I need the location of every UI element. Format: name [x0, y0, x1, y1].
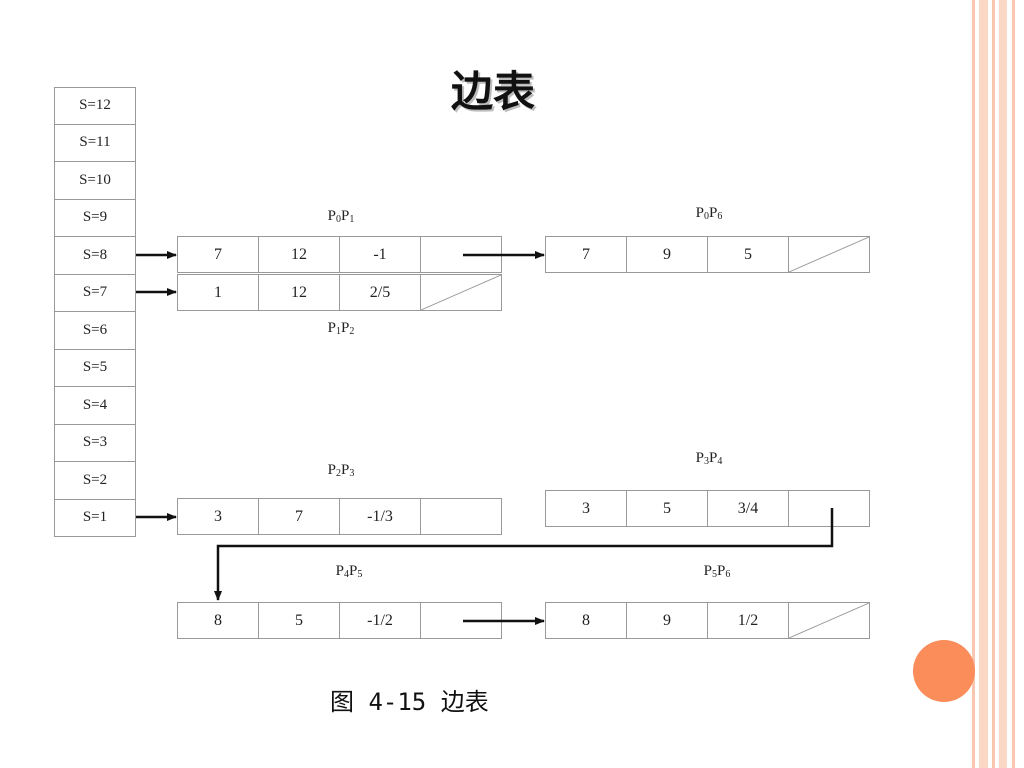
node-slope: 1/2 [707, 602, 789, 639]
node-slope: -1/3 [339, 498, 421, 535]
node-null-pointer [420, 274, 502, 311]
scanline-bucket: S=8 [54, 237, 136, 275]
slide-border-decoration [972, 0, 1024, 768]
node-x: 9 [626, 602, 708, 639]
scanline-bucket: S=6 [54, 312, 136, 350]
node-slope: 3/4 [707, 490, 789, 527]
node-slope: 5 [707, 236, 789, 273]
scanline-bucket: S=3 [54, 424, 136, 462]
edge-label-p1p2: P1P2 [327, 320, 355, 337]
scanline-bucket: S=5 [54, 349, 136, 387]
border-stripe [992, 0, 995, 768]
node-x: 7 [258, 498, 340, 535]
border-stripe [972, 0, 975, 768]
edge-label-p0p6: P0P6 [695, 205, 723, 222]
edge-node-p4p5: 8 5 -1/2 [177, 602, 502, 639]
border-stripe [999, 0, 1007, 768]
node-next-pointer [420, 498, 502, 535]
scanline-bucket: S=11 [54, 124, 136, 162]
node-ymax: 1 [177, 274, 259, 311]
border-stripe [979, 0, 988, 768]
edge-node-p0p1: 7 12 -1 [177, 236, 502, 273]
scanline-bucket: S=10 [54, 162, 136, 200]
scanline-bucket: S=12 [54, 87, 136, 125]
scanline-bucket: S=4 [54, 387, 136, 425]
node-x: 5 [258, 602, 340, 639]
node-ymax: 7 [177, 236, 259, 273]
node-x: 9 [626, 236, 708, 273]
node-slope: 2/5 [339, 274, 421, 311]
edge-label-p5p6: P5P6 [703, 563, 731, 580]
slide-title: 边表 [450, 67, 535, 116]
node-slope: -1 [339, 236, 421, 273]
node-slope: -1/2 [339, 602, 421, 639]
node-ymax: 3 [177, 498, 259, 535]
node-x: 5 [626, 490, 708, 527]
edge-node-p0p6: 7 9 5 [545, 236, 870, 273]
node-ymax: 3 [545, 490, 627, 527]
node-null-pointer [788, 236, 870, 273]
figure-caption: 图 4-15 边表 [330, 688, 489, 716]
edge-node-p2p3: 3 7 -1/3 [177, 498, 502, 535]
scanline-bucket: S=7 [54, 274, 136, 312]
edge-label-p4p5: P4P5 [335, 563, 363, 580]
node-x: 12 [258, 236, 340, 273]
node-next-pointer [420, 236, 502, 273]
node-next-pointer [788, 490, 870, 527]
node-next-pointer [420, 602, 502, 639]
edge-node-p3p4: 3 5 3/4 [545, 490, 870, 527]
node-x: 12 [258, 274, 340, 311]
border-stripe [1012, 0, 1015, 768]
scanline-bucket: S=1 [54, 499, 136, 537]
scanline-bucket-column: S=12 S=11 S=10 S=9 S=8 S=7 S=6 S=5 S=4 S… [54, 87, 136, 537]
edge-node-p1p2: 1 12 2/5 [177, 274, 502, 311]
node-ymax: 7 [545, 236, 627, 273]
edge-label-p3p4: P3P4 [695, 450, 723, 467]
node-ymax: 8 [177, 602, 259, 639]
scanline-bucket: S=2 [54, 462, 136, 500]
decorative-orange-circle [913, 640, 975, 702]
scanline-bucket: S=9 [54, 199, 136, 237]
edge-label-p0p1: P0P1 [327, 208, 355, 225]
edge-node-p5p6: 8 9 1/2 [545, 602, 870, 639]
node-null-pointer [788, 602, 870, 639]
node-ymax: 8 [545, 602, 627, 639]
edge-label-p2p3: P2P3 [327, 462, 355, 479]
